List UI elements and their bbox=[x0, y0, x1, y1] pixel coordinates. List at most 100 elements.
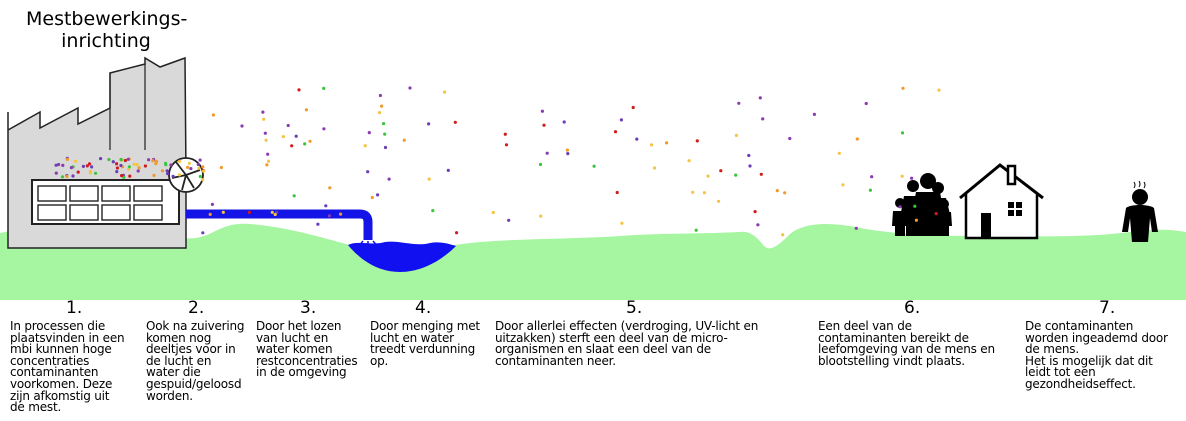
particle-dot bbox=[382, 122, 386, 126]
particle-dot bbox=[132, 162, 136, 166]
step-6-number: 6. bbox=[904, 298, 921, 318]
particle-dot bbox=[812, 112, 817, 116]
particle-dot bbox=[910, 176, 914, 180]
particle-dot bbox=[615, 190, 619, 195]
particle-dot bbox=[619, 118, 624, 122]
particle-dot bbox=[202, 169, 206, 173]
particle-dot bbox=[211, 113, 215, 117]
particle-dot bbox=[266, 152, 270, 156]
particle-dot bbox=[147, 158, 151, 162]
particle-dot bbox=[152, 173, 156, 177]
particle-dot bbox=[178, 173, 182, 177]
particle-dot bbox=[154, 159, 159, 163]
particle-dot bbox=[322, 127, 326, 131]
particle-dot bbox=[122, 175, 126, 179]
particle-dot bbox=[198, 158, 202, 162]
particle-dot bbox=[186, 165, 190, 169]
particle-dot bbox=[69, 166, 73, 170]
particle-dot bbox=[775, 189, 779, 193]
particle-dot bbox=[303, 142, 307, 146]
particle-dot bbox=[380, 104, 384, 108]
particle-dot bbox=[408, 86, 412, 90]
particle-dot bbox=[54, 163, 58, 167]
ground bbox=[0, 223, 1186, 300]
particle-dot bbox=[443, 90, 447, 94]
particle-dot bbox=[695, 139, 699, 143]
particle-dot bbox=[339, 212, 343, 216]
step-2-text: Ook na zuivering komen nog deeltjes voor… bbox=[146, 319, 245, 403]
particle-dot bbox=[266, 159, 271, 163]
particle-dot bbox=[837, 151, 841, 155]
particle-dot bbox=[539, 214, 543, 218]
particle-dot bbox=[297, 88, 301, 92]
particle-dot bbox=[286, 123, 290, 128]
particle-dot bbox=[868, 188, 873, 192]
particle-dot bbox=[111, 160, 115, 164]
particle-dot bbox=[702, 191, 707, 195]
particle-dot bbox=[189, 167, 193, 171]
particle-dot bbox=[99, 157, 103, 161]
particle-dot bbox=[914, 218, 919, 222]
particle-dot bbox=[160, 169, 165, 173]
particle-dot bbox=[290, 144, 294, 148]
particle-dot bbox=[387, 177, 391, 181]
particle-dot bbox=[491, 210, 495, 215]
particle-dot bbox=[261, 110, 265, 114]
particle-dot bbox=[383, 145, 388, 150]
particle-dot bbox=[719, 169, 723, 173]
particle-dot bbox=[562, 120, 566, 124]
particle-dot bbox=[115, 170, 119, 174]
particle-dot bbox=[545, 151, 549, 155]
particle-dot bbox=[115, 162, 119, 166]
particle-dot bbox=[126, 157, 130, 161]
particle-dot bbox=[135, 163, 139, 167]
particle-dot bbox=[169, 163, 173, 167]
particle-dot bbox=[128, 174, 132, 178]
particle-dot bbox=[453, 120, 457, 124]
particle-dot bbox=[507, 218, 511, 222]
particle-dot bbox=[649, 143, 654, 147]
particle-dot bbox=[328, 186, 332, 190]
particle-dot bbox=[61, 163, 65, 167]
particle-dot bbox=[756, 223, 760, 227]
title-line-1: Mestbewerkings- bbox=[26, 8, 188, 30]
particle-dot bbox=[446, 168, 450, 172]
particle-dot bbox=[324, 204, 328, 208]
particle-dot bbox=[208, 212, 212, 216]
factory-icon bbox=[7, 56, 187, 249]
particle-dot bbox=[197, 166, 201, 170]
particle-dot bbox=[706, 174, 710, 178]
particle-dot bbox=[127, 165, 131, 169]
particle-dot bbox=[781, 233, 785, 237]
particle-dot bbox=[841, 183, 845, 187]
family-icon bbox=[892, 173, 952, 236]
step-7-number: 7. bbox=[1099, 298, 1116, 318]
step-7-text: De contaminanten worden ingeademd door d… bbox=[1025, 319, 1168, 391]
particle-dot bbox=[592, 164, 596, 168]
particle-dot bbox=[759, 172, 763, 176]
particle-dot bbox=[542, 123, 546, 127]
particle-dot bbox=[566, 152, 570, 156]
particle-dot bbox=[635, 137, 639, 141]
particle-dot bbox=[620, 221, 624, 225]
particle-dot bbox=[263, 131, 267, 135]
step-3-number: 3. bbox=[300, 298, 317, 318]
particle-dot bbox=[115, 166, 119, 170]
breathing-person-icon bbox=[1122, 180, 1158, 242]
particle-dot bbox=[758, 96, 762, 100]
particle-dot bbox=[687, 159, 691, 163]
particle-dot bbox=[366, 170, 370, 174]
particle-dot bbox=[900, 174, 904, 178]
particle-dot bbox=[431, 209, 435, 213]
particle-dot bbox=[165, 169, 169, 173]
particle-dot bbox=[304, 108, 308, 112]
particle-dot bbox=[219, 165, 223, 170]
particle-dot bbox=[427, 122, 431, 126]
particle-dot bbox=[54, 171, 58, 175]
particle-dot bbox=[281, 135, 285, 139]
particles-group bbox=[54, 86, 941, 237]
particle-dot bbox=[143, 164, 147, 168]
particle-dot bbox=[383, 132, 387, 136]
particle-dot bbox=[120, 174, 124, 178]
